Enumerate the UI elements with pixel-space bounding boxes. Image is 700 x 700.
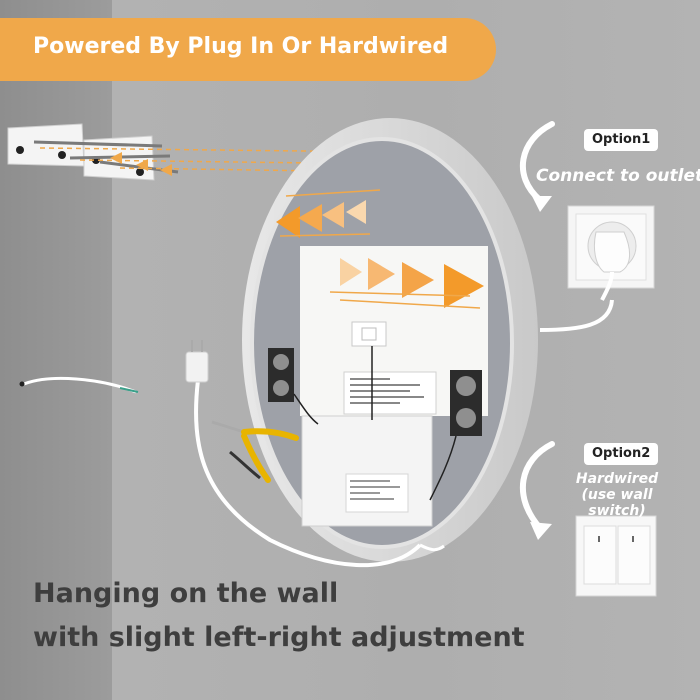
mounting-box bbox=[351, 321, 387, 347]
wall-switch bbox=[575, 515, 657, 597]
option1-tag: Option1 bbox=[584, 129, 659, 151]
header-title: Powered By Plug In Or Hardwired bbox=[33, 34, 449, 59]
wall-outlet bbox=[567, 205, 655, 301]
caption-line1: Hanging on the wall bbox=[33, 578, 339, 609]
option1-description: Connect to outlet bbox=[536, 166, 700, 186]
option2-description-line1: Hardwired bbox=[575, 471, 659, 487]
direction-arrows-left bbox=[276, 200, 366, 238]
outlet-cable bbox=[539, 299, 614, 332]
direction-arrows-small bbox=[110, 152, 172, 176]
option2-description: Hardwired (use wall switch) bbox=[552, 471, 682, 519]
option2-description-line2: (use wall switch) bbox=[581, 487, 653, 519]
direction-arrows-right bbox=[340, 258, 484, 308]
wall-corner bbox=[0, 0, 112, 700]
speaker-left bbox=[268, 348, 294, 402]
option2-tag: Option2 bbox=[584, 443, 659, 465]
speaker-right bbox=[450, 370, 482, 436]
curved-arrow-option2 bbox=[520, 441, 555, 540]
wall-bracket-left bbox=[7, 123, 85, 167]
power-plug bbox=[185, 340, 422, 568]
curved-arrow-option1 bbox=[520, 121, 555, 212]
caption-line2: with slight left-right adjustment bbox=[33, 622, 525, 653]
cut-wire bbox=[19, 376, 139, 394]
header-banner bbox=[0, 18, 496, 81]
wire-cutter-tool bbox=[211, 420, 299, 483]
